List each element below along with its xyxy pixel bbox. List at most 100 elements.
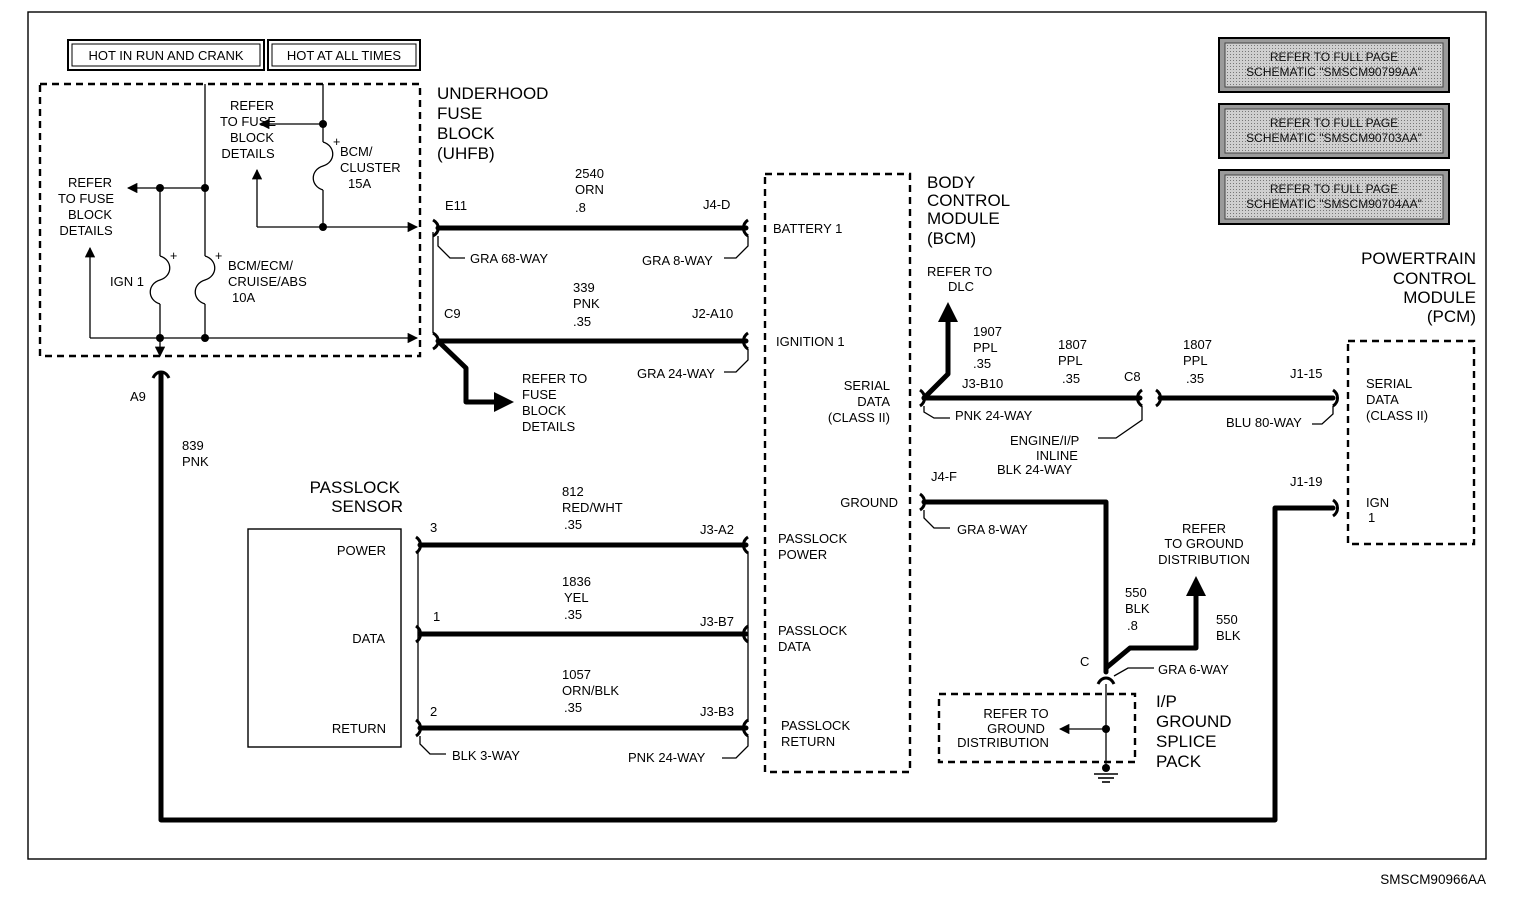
svg-text:.35: .35 [1186,371,1204,386]
svg-text:1807: 1807 [1058,337,1087,352]
svg-text:.35: .35 [973,356,991,371]
wire-1836: 1 1836 YEL .35 J3-B7 [415,574,749,644]
legend-hot-run-crank: HOT IN RUN AND CRANK [67,39,265,71]
svg-text:3: 3 [430,520,437,535]
svg-text:GROUND: GROUND [987,721,1045,736]
svg-text:POWERTRAIN: POWERTRAIN [1361,249,1476,268]
svg-text:.35: .35 [573,314,591,329]
reference-2-line1: REFER TO FULL PAGE [1270,116,1398,130]
wire-1807-pcm: 1807 PPL .35 J1-15 BLU 80-WAY [1155,337,1339,430]
passlock-return-label: RETURN [332,721,386,736]
svg-text:550: 550 [1216,612,1238,627]
svg-text:339: 339 [573,280,595,295]
svg-text:2540: 2540 [575,166,604,181]
svg-text:DETAILS: DETAILS [59,223,113,238]
svg-text:J1-15: J1-15 [1290,366,1323,381]
legend-hot-run-crank-label: HOT IN RUN AND CRANK [88,48,243,63]
svg-text:.35: .35 [564,607,582,622]
svg-text:MODULE: MODULE [927,209,1000,228]
reference-3-line2: SCHEMATIC "SMSCM90704AA" [1246,197,1422,211]
svg-text:REFER TO: REFER TO [522,371,587,386]
svg-text:.35: .35 [564,700,582,715]
fuse-ign1-label: IGN 1 [110,274,144,289]
uhfb-internal-wiring: + + + [84,84,419,358]
svg-text:J4-D: J4-D [703,197,730,212]
svg-text:1836: 1836 [562,574,591,589]
refer-dlc: REFER TO DLC [927,264,992,294]
ground-splice-internal [1058,684,1118,783]
svg-text:839: 839 [182,438,204,453]
svg-text:GRA 6-WAY: GRA 6-WAY [1158,662,1229,677]
wire-1907: 1907 PPL .35 [921,302,1002,401]
svg-text:PPL: PPL [1183,353,1208,368]
uhfb-refer-left: REFER TO FUSE BLOCK DETAILS [58,175,114,238]
uhfb-refer-bottom: REFER TO FUSE BLOCK DETAILS [522,371,587,434]
ground-splice-title: I/P GROUND SPLICE PACK [1156,692,1232,771]
svg-text:550: 550 [1125,585,1147,600]
svg-text:PASSLOCK: PASSLOCK [310,478,401,497]
wire-1057: 2 1057 ORN/BLK .35 J3-B3 BLK 3-WAY PNK 2… [415,667,749,765]
wire-550: J4-F GRA 8-WAY 550 BLK .8 550 BLK C GRA … [919,469,1241,685]
svg-text:1: 1 [433,609,440,624]
wire-1807-bcm: J3-B10 1807 PPL .35 C8 PNK 24-WAY [919,337,1143,439]
svg-text:REFER: REFER [68,175,112,190]
reference-box-3[interactable]: REFER TO FULL PAGE SCHEMATIC "SMSCM90704… [1218,169,1450,225]
svg-text:FUSE: FUSE [437,104,482,123]
bcm-ignition-label: IGNITION 1 [776,334,845,349]
svg-text:E11: E11 [445,198,467,213]
bcm-passlock-power-label: PASSLOCK POWER [778,531,847,562]
svg-text:(UHFB): (UHFB) [437,144,495,163]
svg-text:ORN: ORN [575,182,604,197]
passlock-title: PASSLOCK SENSOR [310,478,403,516]
uhfb-title: UNDERHOOD FUSE BLOCK (UHFB) [437,84,548,163]
wire-812: 3 812 RED/WHT .35 J3-A2 [415,484,749,555]
bcm-box [763,172,912,774]
svg-text:BLK 3-WAY: BLK 3-WAY [452,748,520,763]
svg-text:RETURN: RETURN [781,734,835,749]
svg-text:TO FUSE: TO FUSE [58,191,114,206]
uhfb-box [38,82,422,358]
svg-text:GRA 68-WAY: GRA 68-WAY [470,251,548,266]
svg-text:+: + [333,135,340,149]
svg-text:PNK 24-WAY: PNK 24-WAY [628,750,706,765]
uhfb-refer-top: REFER TO FUSE BLOCK DETAILS [220,98,276,161]
svg-text:REFER: REFER [1182,521,1226,536]
svg-text:BCM/: BCM/ [340,144,373,159]
reference-box-2[interactable]: REFER TO FULL PAGE SCHEMATIC "SMSCM90703… [1218,103,1450,159]
svg-text:YEL: YEL [564,590,589,605]
svg-text:BLOCK: BLOCK [437,124,495,143]
svg-text:UNDERHOOD: UNDERHOOD [437,84,548,103]
wire-839: A9 839 PNK J1-19 [130,370,1339,823]
svg-text:MODULE: MODULE [1403,288,1476,307]
svg-text:BLK: BLK [1125,601,1150,616]
svg-text:.35: .35 [1062,371,1080,386]
svg-text:BODY: BODY [927,173,975,192]
svg-text:RED/WHT: RED/WHT [562,500,623,515]
svg-text:GRA 24-WAY: GRA 24-WAY [637,366,715,381]
svg-text:J3-A2: J3-A2 [700,522,734,537]
svg-text:DISTRIBUTION: DISTRIBUTION [957,735,1049,750]
pcm-ign-label: IGN 1 [1366,495,1389,525]
svg-text:1907: 1907 [973,324,1002,339]
svg-text:CONTROL: CONTROL [1393,269,1476,288]
bcm-serial-label: SERIAL DATA (CLASS II) [828,378,890,425]
reference-box-1[interactable]: REFER TO FULL PAGE SCHEMATIC "SMSCM90799… [1218,37,1450,93]
svg-text:BCM/ECM/: BCM/ECM/ [228,258,293,273]
passlock-power-label: POWER [337,543,386,558]
reference-2-line2: SCHEMATIC "SMSCM90703AA" [1246,131,1422,145]
reference-1-line1: REFER TO FULL PAGE [1270,50,1398,64]
svg-text:10A: 10A [232,290,255,305]
svg-text:SENSOR: SENSOR [331,497,403,516]
svg-text:PPL: PPL [973,340,998,355]
svg-text:SPLICE: SPLICE [1156,732,1216,751]
pcm-title: POWERTRAIN CONTROL MODULE (PCM) [1361,249,1476,326]
svg-text:GROUND: GROUND [1156,712,1232,731]
svg-text:REFER TO: REFER TO [927,264,992,279]
svg-text:1807: 1807 [1183,337,1212,352]
svg-text:.8: .8 [575,200,586,215]
legend-hot-all-times-label: HOT AT ALL TIMES [287,48,401,63]
svg-text:POWER: POWER [778,547,827,562]
svg-text:ENGINE/I/P: ENGINE/I/P [1010,433,1079,448]
svg-text:REFER: REFER [230,98,274,113]
svg-text:J3-B10: J3-B10 [962,376,1003,391]
